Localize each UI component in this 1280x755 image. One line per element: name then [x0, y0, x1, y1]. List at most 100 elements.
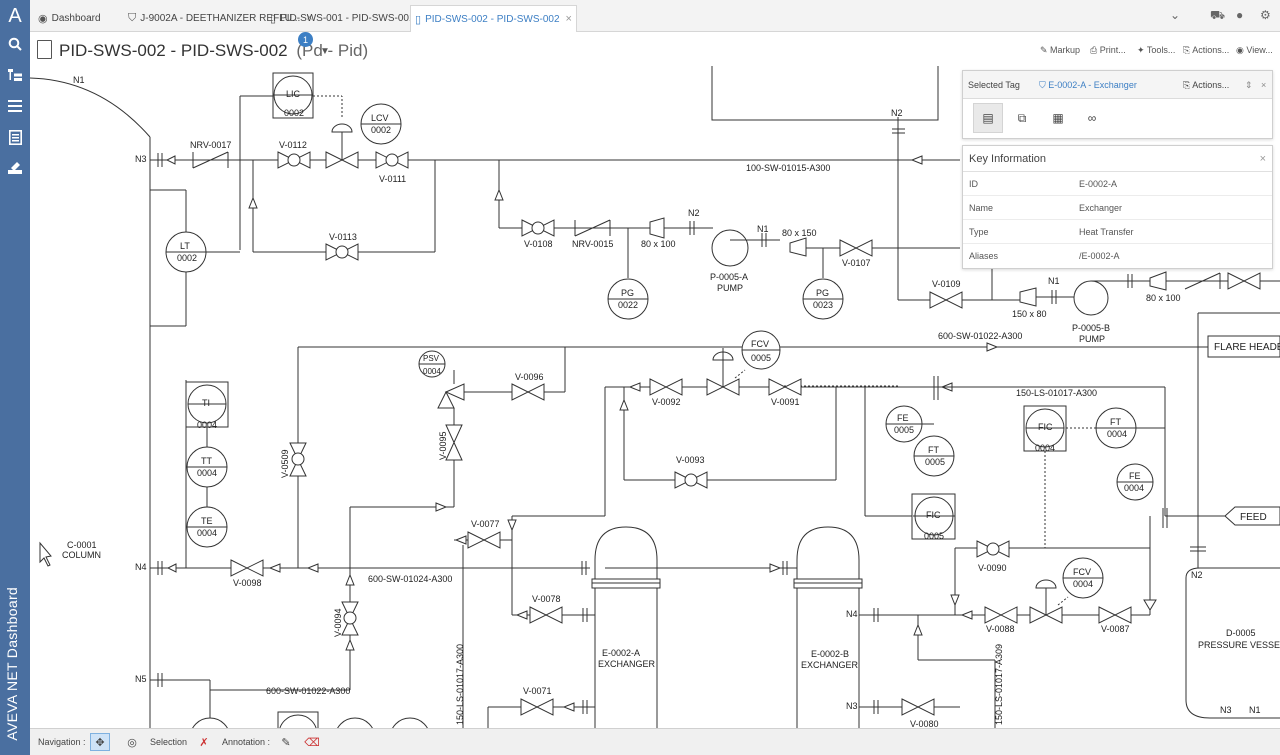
valve-tag[interactable]: V-0094 — [333, 608, 343, 637]
hierarchy-icon[interactable] — [0, 61, 30, 89]
instrument-tag[interactable]: TI — [202, 398, 210, 408]
instrument-tag[interactable]: LIC — [286, 89, 301, 99]
list-icon[interactable] — [0, 92, 30, 120]
instrument-tag[interactable]: FE — [1129, 471, 1141, 481]
print-button[interactable]: ⎙ Print... — [1090, 45, 1126, 55]
data-sheet-icon[interactable]: ▦ — [1052, 111, 1064, 125]
instrument-tag[interactable]: PG — [621, 288, 634, 298]
valve-tag[interactable]: V-0095 — [438, 431, 448, 460]
line-number[interactable]: 150-LS-01017-A300 — [455, 644, 465, 725]
search-icon[interactable] — [0, 30, 30, 58]
valve-tag[interactable]: V-0088 — [986, 624, 1015, 634]
column-tag[interactable]: C-0001 — [67, 540, 97, 550]
pump-symbol[interactable] — [711, 229, 749, 267]
tab-j9002a[interactable]: ⛉J-9002A - DEETHANIZER REFLU...× — [124, 5, 317, 31]
instrument-tag[interactable]: FT — [1110, 417, 1121, 427]
valve-tag[interactable]: V-0098 — [233, 578, 262, 588]
export-icon[interactable] — [0, 153, 30, 181]
line-number[interactable]: 600-SW-01022-A300 — [938, 331, 1022, 341]
instrument-tag[interactable]: PSV — [423, 354, 440, 363]
notification-badge[interactable]: 1 — [298, 32, 313, 47]
aveva-logo[interactable]: A — [8, 4, 22, 27]
pressure-vessel[interactable] — [1185, 567, 1280, 719]
line-number[interactable]: 150-LS-01017-A309 — [994, 644, 1004, 725]
valve-tag[interactable]: V-0509 — [280, 449, 290, 478]
panel-actions-button[interactable]: ⎘ Actions... — [1183, 80, 1230, 90]
instrument-tag[interactable]: FCV — [1073, 567, 1091, 577]
instrument-tag[interactable]: FE — [897, 413, 909, 423]
line-number[interactable]: 600-SW-01024-A300 — [368, 574, 452, 584]
chevron-down-icon[interactable]: ⌄ — [1170, 8, 1181, 22]
tab-pid-sws-002[interactable]: ▯PID-SWS-002 - PID-SWS-002× — [410, 5, 577, 32]
instrument-tag[interactable]: TE — [201, 516, 213, 526]
user-icon[interactable]: ● — [1236, 8, 1244, 22]
properties-icon[interactable]: ▤ — [973, 103, 1003, 133]
instrument-tag[interactable]: LCV — [371, 113, 389, 123]
valve-tag[interactable]: V-0078 — [532, 594, 561, 604]
chevron-down-icon[interactable]: ▼ — [320, 46, 330, 57]
instrument-tag[interactable]: TT — [201, 456, 212, 466]
valve-tag[interactable]: V-0108 — [524, 239, 553, 249]
cart-icon[interactable]: ⛟ — [1210, 8, 1226, 22]
report-icon[interactable] — [0, 123, 30, 151]
equipment-tag[interactable]: E-0002-A — [602, 648, 640, 658]
view-button[interactable]: ◉ View... — [1236, 45, 1273, 55]
flare-header-box[interactable] — [1207, 335, 1280, 358]
zoom-icon[interactable]: ◎ — [127, 736, 137, 749]
line-number[interactable]: 150-LS-01017-A300 — [1016, 388, 1097, 398]
valve-tag[interactable]: V-0080 — [910, 719, 939, 728]
valve-tag[interactable]: V-0077 — [471, 519, 500, 529]
check-valve[interactable] — [192, 151, 229, 169]
equipment-tag[interactable]: P-0005-B — [1072, 323, 1110, 333]
pump-symbol[interactable] — [1073, 280, 1109, 316]
tools-button[interactable]: ✦ Tools... — [1137, 45, 1176, 55]
valve-tag[interactable]: V-0109 — [932, 279, 961, 289]
valve-tag[interactable]: V-0113 — [329, 232, 357, 242]
equipment-tag[interactable]: E-0002-B — [811, 649, 849, 659]
settings-icon[interactable]: ⚙ — [1260, 8, 1271, 22]
pid-drawing[interactable]: N1 C-0001 COLUMN N3 NRV-0017 V-0112 V-01… — [30, 66, 1280, 728]
valve-tag[interactable]: V-0112 — [279, 140, 307, 150]
feed-offpage[interactable] — [1224, 506, 1280, 526]
valve-tag[interactable]: V-0091 — [771, 397, 800, 407]
selected-tag-link[interactable]: ⛉ E-0002-A - Exchanger — [1039, 80, 1137, 90]
pan-icon[interactable]: ✥ — [90, 733, 110, 751]
valve-tag[interactable]: V-0111 — [379, 174, 406, 184]
valve-tag[interactable]: NRV-0015 — [572, 239, 613, 249]
close-icon[interactable]: × — [1259, 153, 1266, 165]
valve-tag[interactable]: NRV-0017 — [190, 140, 231, 150]
instrument-tag[interactable]: PG — [816, 288, 829, 298]
pencil-icon[interactable]: ✎ — [281, 736, 291, 749]
valve-tag[interactable]: V-0093 — [676, 455, 705, 465]
instrument-tag[interactable]: LT — [180, 241, 190, 251]
erase-annotation-icon[interactable]: ⌫ — [304, 736, 320, 749]
instrument-tag[interactable]: FIC — [1038, 422, 1053, 432]
valve-tag[interactable]: V-0071 — [523, 686, 552, 696]
valve-tag[interactable]: V-0087 — [1101, 624, 1130, 634]
valve-tag[interactable]: V-0090 — [978, 563, 1007, 573]
exchanger-a[interactable] — [594, 526, 658, 728]
tab-pid-sws-001[interactable]: ▯PID-SWS-001 - PID-SWS-001× — [266, 5, 431, 31]
close-icon[interactable]: × — [565, 13, 572, 25]
collapse-icon[interactable]: ⇕ — [1245, 80, 1253, 90]
relief-valve[interactable] — [437, 383, 465, 409]
tab-dashboard[interactable]: ◉Dashboard — [34, 5, 105, 31]
clear-selection-icon[interactable]: ✗ — [199, 736, 209, 749]
markup-button[interactable]: ✎ Markup — [1040, 45, 1081, 55]
close-icon[interactable]: × — [1261, 80, 1267, 90]
equipment-tag[interactable]: P-0005-A — [710, 272, 748, 282]
valve-tag[interactable]: V-0096 — [515, 372, 544, 382]
instrument-tag[interactable]: FIC — [926, 510, 941, 520]
valve-tag[interactable]: V-0107 — [842, 258, 871, 268]
offpage-label[interactable]: FLARE HEADER — [1214, 342, 1280, 353]
instrument-tag[interactable]: FT — [928, 445, 939, 455]
close-icon[interactable]: × — [306, 12, 313, 24]
instrument-tag[interactable]: FCV — [751, 339, 769, 349]
actions-button[interactable]: ⎘ Actions... — [1183, 45, 1230, 55]
line-number[interactable]: 600-SW-01022-A300 — [266, 686, 350, 696]
equipment-tag[interactable]: D-0005 — [1226, 628, 1256, 638]
line-number[interactable]: 100-SW-01015-A300 — [746, 163, 830, 173]
offpage-label[interactable]: FEED — [1240, 512, 1267, 523]
documents-icon[interactable]: ⧉ — [1017, 110, 1027, 125]
link-icon[interactable]: ∞ — [1087, 111, 1097, 125]
